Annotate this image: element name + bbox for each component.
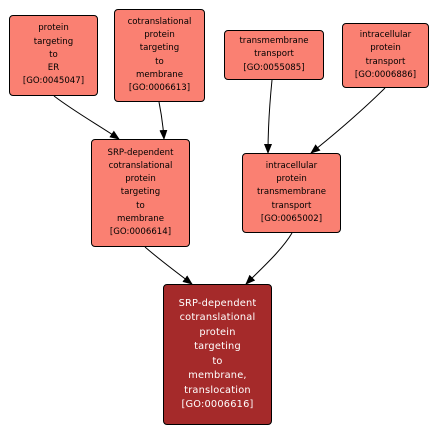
node-label-line: transmembrane xyxy=(256,187,327,198)
node-label-line: membrane, xyxy=(188,370,247,381)
edge-n1-to-n5 xyxy=(53,95,120,140)
node-go-id: [GO:0045047] xyxy=(22,76,85,87)
node-label-line: to xyxy=(155,56,164,67)
node-label-line: intracellular xyxy=(359,30,412,41)
node-label-line: SRP-dependent xyxy=(178,297,257,309)
node-srp-dependent-cotranslational-protein-targeting-to-membrane[interactable]: SRP-dependent cotranslational protein ta… xyxy=(91,139,190,247)
node-label-line: transport xyxy=(254,49,294,60)
edge-n4-to-n6 xyxy=(310,87,386,154)
node-go-id: [GO:0055085] xyxy=(243,62,305,73)
node-label-line: transport xyxy=(365,56,406,67)
node-label-line: protein xyxy=(199,326,236,338)
node-label-line: cotranslational xyxy=(108,160,173,171)
node-label-line: intracellular xyxy=(265,160,318,171)
node-transmembrane-transport[interactable]: transmembrane transport [GO:0055085] xyxy=(224,30,324,80)
node-go-id: [GO:0006614] xyxy=(109,227,172,237)
node-label-line: protein xyxy=(370,43,401,54)
node-intracellular-protein-transmembrane-transport[interactable]: intracellular protein transmembrane tran… xyxy=(242,153,341,233)
node-label-line: ER xyxy=(47,63,60,74)
node-label-line: transport xyxy=(271,200,312,211)
node-srp-dependent-cotranslational-protein-targeting-to-membrane-translocation[interactable]: SRP-dependent cotranslational protein ta… xyxy=(163,284,272,425)
node-label-line: protein xyxy=(144,30,175,41)
edge-n3-to-n6 xyxy=(264,79,273,154)
node-go-id: [GO:0006613] xyxy=(128,82,191,93)
edge-n2-to-n5 xyxy=(158,101,168,140)
node-label-line: SRP-dependent xyxy=(107,147,174,158)
node-label-line: transmembrane xyxy=(239,36,309,47)
edge-n6-to-n7 xyxy=(245,232,293,285)
node-label-line: cotranslational xyxy=(179,312,256,323)
node-label-line: translocation xyxy=(184,384,251,396)
node-label-line: targeting xyxy=(120,187,161,198)
node-label-line: targeting xyxy=(194,341,241,352)
node-go-id: [GO:0006616] xyxy=(181,399,254,410)
node-cotranslational-protein-targeting-to-membrane[interactable]: cotranslational protein targeting to mem… xyxy=(114,9,205,102)
node-label-line: targeting xyxy=(33,36,74,47)
node-go-id: [GO:0006886] xyxy=(354,69,417,80)
node-label-line: to xyxy=(212,355,223,367)
node-label-line: to xyxy=(136,200,145,211)
node-label-line: membrane xyxy=(116,213,165,224)
node-go-id: [GO:0065002] xyxy=(260,213,323,224)
edges-layer xyxy=(53,79,386,285)
node-label-line: protein xyxy=(125,174,156,185)
node-label-line: to xyxy=(49,49,58,60)
node-label-line: membrane xyxy=(135,69,184,80)
node-label-line: protein xyxy=(276,174,307,185)
edge-n5-to-n7 xyxy=(144,246,193,285)
node-intracellular-protein-transport[interactable]: intracellular protein transport [GO:0006… xyxy=(342,23,429,88)
node-label-line: cotranslational xyxy=(127,16,192,27)
node-label-line: targeting xyxy=(139,43,180,54)
node-label-line: protein xyxy=(38,23,69,34)
node-protein-targeting-to-er[interactable]: protein targeting to ER [GO:0045047] xyxy=(9,15,98,96)
